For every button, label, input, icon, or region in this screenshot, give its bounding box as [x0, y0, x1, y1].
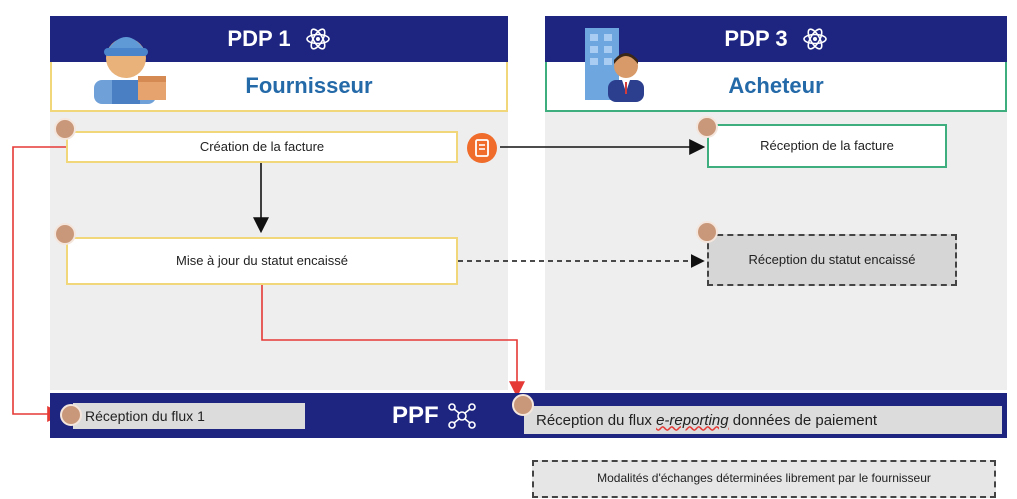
ppf-badge-left: [60, 404, 82, 426]
ppf-label: PPF: [392, 402, 439, 429]
ppf-left-box: Réception du flux 1: [73, 403, 305, 429]
ppf-badge-right: [512, 394, 534, 416]
document-icon: [466, 132, 498, 164]
step-creation-label: Création de la facture: [199, 138, 325, 154]
worker-avatar-icon: [86, 22, 172, 104]
step-badge-1: [54, 118, 76, 140]
ppf-right-box-suffix: données de paiement: [728, 411, 878, 429]
step-mise-a-jour: Mise à jour du statut encaissé: [66, 237, 458, 285]
exchange-note: Modalités d'échanges déterminées libreme…: [532, 460, 996, 498]
ppf-left-box-label: Réception du flux 1: [85, 408, 205, 424]
step-badge-2: [696, 116, 718, 138]
step-creation-facture: Création de la facture: [66, 131, 458, 163]
step-badge-4: [696, 221, 718, 243]
step-reception-facture: Réception de la facture: [707, 124, 947, 168]
step-mise-a-jour-label: Mise à jour du statut encaissé: [176, 252, 348, 268]
ppf-right-box-italic: e-reporting: [656, 411, 729, 429]
step-reception-statut-label: Réception du statut encaissé: [748, 251, 916, 267]
ppf-label-group: PPF: [392, 397, 477, 435]
atom-icon: [305, 26, 331, 52]
atom-icon: [802, 26, 828, 52]
supplier-role: Fournisseur: [245, 73, 373, 98]
step-reception-statut: Réception du statut encaissé: [707, 234, 957, 286]
buyer-role: Acheteur: [728, 73, 824, 98]
ppf-right-box: Réception du flux e-reporting données de…: [524, 406, 1002, 434]
step-badge-3: [54, 223, 76, 245]
exchange-note-label: Modalités d'échanges déterminées libreme…: [597, 471, 931, 486]
step-reception-facture-label: Réception de la facture: [760, 137, 894, 153]
supplier-header-title: PDP 1: [227, 26, 291, 51]
network-icon: [447, 401, 477, 431]
ppf-right-box-prefix: Réception du flux: [536, 411, 657, 429]
buyer-avatar-icon: [604, 46, 648, 102]
buyer-header-title: PDP 3: [724, 26, 788, 51]
